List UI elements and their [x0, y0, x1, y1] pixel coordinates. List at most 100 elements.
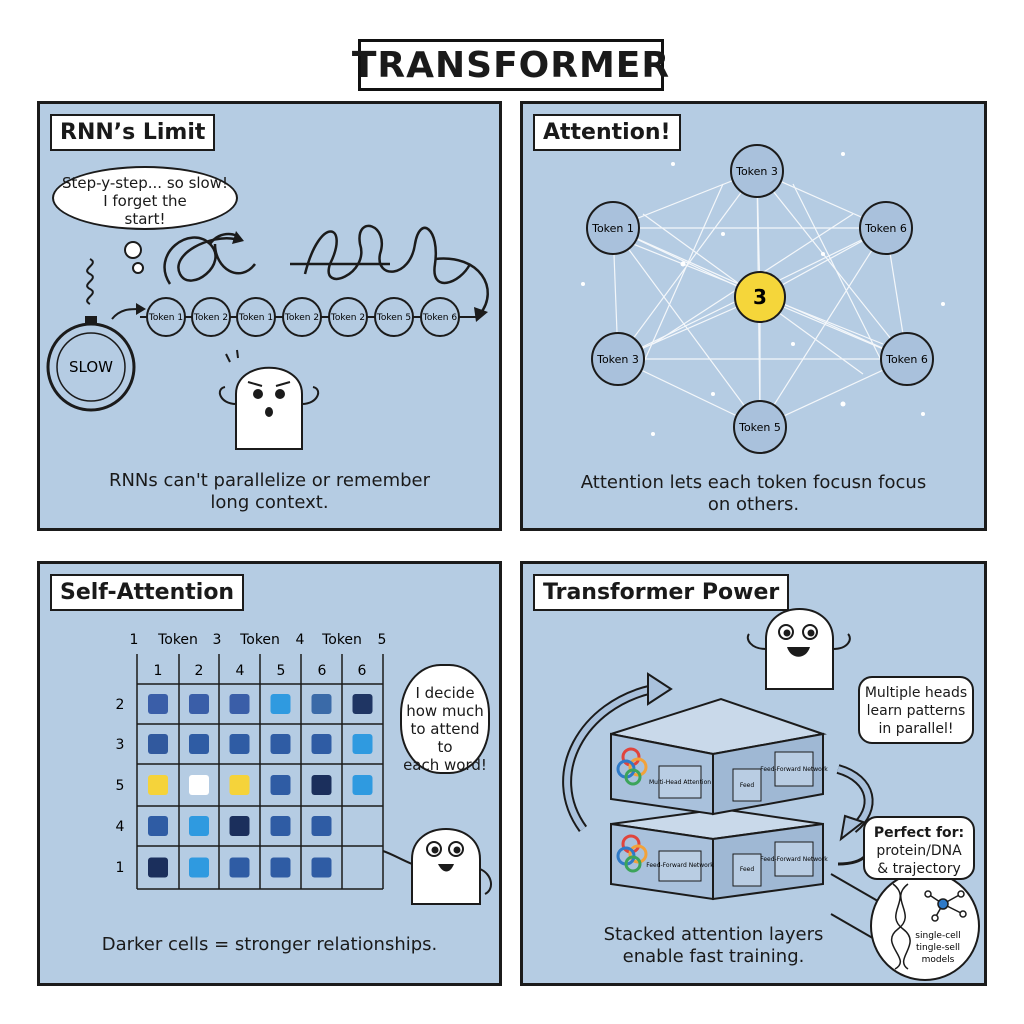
row-label-2: 3: [116, 737, 125, 753]
matrix-cell-r1-c2: [189, 694, 209, 714]
parallel-bubble-line-3: in parallel!: [878, 721, 954, 737]
attention-caption-line-1: Attention lets each token focusn focus: [580, 472, 927, 493]
attention-node-label-lower-left: Token 3: [596, 353, 639, 366]
perfect-bubble-line-2: protein/DNA: [876, 843, 962, 859]
attention-node-upper-right: [859, 201, 913, 255]
rnn-token-label-7: Token 6: [422, 313, 457, 323]
attention-node-lower-left: [591, 332, 645, 386]
thought-dot-large: [124, 241, 142, 259]
transformer-layer-lower: Feed-Forward Network Feed Feed-Forward N…: [610, 807, 828, 901]
matrix-cell-r1-c6: [352, 694, 373, 714]
matrix-top-labels: 1 Token 3 Token 4 Token 5: [130, 632, 387, 648]
attention-node-label-lower-right: Token 6: [885, 353, 928, 366]
main-title: TRANSFORMER: [352, 39, 669, 91]
matrix-cell-r5-c2: [189, 857, 209, 878]
rnn-token-2: [191, 297, 231, 337]
cycle-arrowhead-right: [839, 814, 866, 842]
col-label-4: 5: [277, 663, 286, 679]
scribble-arrowhead: [232, 231, 244, 244]
parallel-bubble-line-2: learn patterns: [866, 703, 966, 719]
sparkles: [581, 152, 945, 436]
col-label-6: 6: [358, 663, 367, 679]
upper-layer-label-3: Feed-Forward Network: [760, 766, 828, 773]
dna-helix-icon: [890, 883, 911, 970]
top-label-5: 4: [296, 632, 305, 648]
matrix-cell-r1-c3: [229, 694, 250, 714]
cell-network-icon: [924, 890, 967, 922]
lower-layer-label-1: Feed-Forward Network: [646, 862, 714, 869]
self-attention-bubble-line-1: I decide: [415, 684, 475, 702]
attention-center-label: 3: [753, 285, 767, 309]
attention-panel: Attention!: [520, 101, 987, 531]
attention-center-node: [734, 271, 786, 323]
rnn-thought-bubble: Step-y-step... so slow! I forget the sta…: [52, 166, 238, 230]
perfect-for-bubble: Perfect for: protein/DNA & trajectory: [863, 816, 975, 880]
attention-node-label-upper-right: Token 6: [864, 222, 907, 235]
attention-node-label-upper-left: Token 1: [591, 222, 634, 235]
perfect-bubble-line-1: Perfect for:: [873, 825, 965, 841]
self-attention-panel: Self-Attention 1 Token 3 Token 4 Token 5…: [37, 561, 502, 986]
rnn-token-chain: Token 1 Token 2 Token 1 Token 2 Token 2 …: [140, 297, 480, 337]
matrix-grid: [136, 654, 384, 890]
rnn-bubble-line-2: I forget the: [103, 192, 187, 210]
self-attention-bubble-line-4: each word!: [403, 756, 487, 774]
happy-ghost-character: [746, 608, 851, 690]
self-attention-speech-bubble: I decide how much to attend to each word…: [400, 664, 490, 774]
transformer-caption: Stacked attention layers enable fast tra…: [523, 924, 944, 968]
rnn-caption-line-2: long context.: [210, 492, 329, 513]
self-attention-bubble-line-2: how much: [406, 702, 484, 720]
transformer-power-panel: Transformer Power Feed-Forwa: [520, 561, 987, 986]
rnn-illustration: Token 1 Token 2 Token 1 Token 2 Token 2 …: [46, 224, 489, 450]
transformer-illustration: Feed-Forward Network Feed Feed-Forward N…: [562, 608, 980, 981]
top-label-2: Token: [157, 632, 198, 648]
attention-node-lower-right: [880, 332, 934, 386]
clock-label: SLOW: [69, 358, 113, 376]
matrix-cell-r2-c6: [352, 734, 373, 754]
top-label-1: 1: [130, 632, 139, 648]
matrix-cells: [148, 694, 373, 878]
matrix-cell-r3-c3: [229, 775, 250, 795]
matrix-cell-r2-c3: [229, 734, 250, 754]
worried-ghost-character: [218, 349, 320, 450]
matrix-cell-r2-c4: [270, 734, 291, 754]
attention-graph: Token 3 Token 1 Token 6 Token 3 Token 6 …: [581, 144, 945, 454]
matrix-cell-r5-c5: [311, 857, 332, 878]
self-attention-bubble-line-3: to attend to: [410, 720, 480, 756]
transformer-caption-line-1: Stacked attention layers: [603, 924, 824, 945]
attention-node-bottom: [733, 400, 787, 454]
top-label-7: 5: [378, 632, 387, 648]
rnn-token-1: [146, 297, 186, 337]
rnn-token-7: [420, 297, 460, 337]
clock-arrowhead: [136, 303, 146, 315]
attention-matrix: 1 Token 3 Token 4 Token 5 1 2 4 5 6 6 2: [116, 632, 492, 905]
attention-caption-line-2: on others.: [707, 494, 800, 515]
attention-node-top: [730, 144, 784, 198]
transformer-caption-line-2: enable fast training.: [622, 946, 805, 967]
bio-pointer-line-1: [830, 873, 884, 905]
matrix-cell-r4-c5: [311, 816, 332, 836]
spring-icon: [86, 258, 94, 305]
rnn-token-3: [236, 297, 276, 337]
rnn-token-label-6: Token 5: [376, 313, 411, 323]
rnn-token-4: [282, 297, 322, 337]
matrix-cell-r3-c6: [352, 775, 373, 795]
matrix-cell-r2-c5: [311, 734, 332, 754]
rnn-token-label-3: Token 1: [238, 313, 273, 323]
main-title-text: TRANSFORMER: [351, 44, 671, 86]
perfect-bubble-line-3: & trajectory: [877, 861, 961, 877]
matrix-cell-r1-c4: [270, 694, 291, 714]
bio-label-line-3: models: [922, 955, 955, 965]
attention-panel-title: Attention!: [533, 114, 681, 151]
parallel-heads-bubble: Multiple heads learn patterns in paralle…: [858, 676, 974, 744]
cycle-arrowhead-top: [647, 672, 673, 706]
self-attention-caption: Darker cells = stronger relationships.: [101, 934, 438, 955]
lower-layer-label-3: Feed-Forward Network: [760, 856, 828, 863]
matrix-cell-r2-c2: [189, 734, 209, 754]
rnn-token-label-2: Token 2: [193, 313, 228, 323]
rnn-token-label-5: Token 2: [330, 313, 365, 323]
matrix-cell-r5-c1: [148, 857, 168, 878]
thought-dot-small: [132, 262, 144, 274]
rnn-bubble-line-1: Step-y-step... so slow!: [61, 174, 229, 192]
top-label-4: Token: [239, 632, 280, 648]
lower-layer-label-2: Feed: [740, 866, 755, 873]
